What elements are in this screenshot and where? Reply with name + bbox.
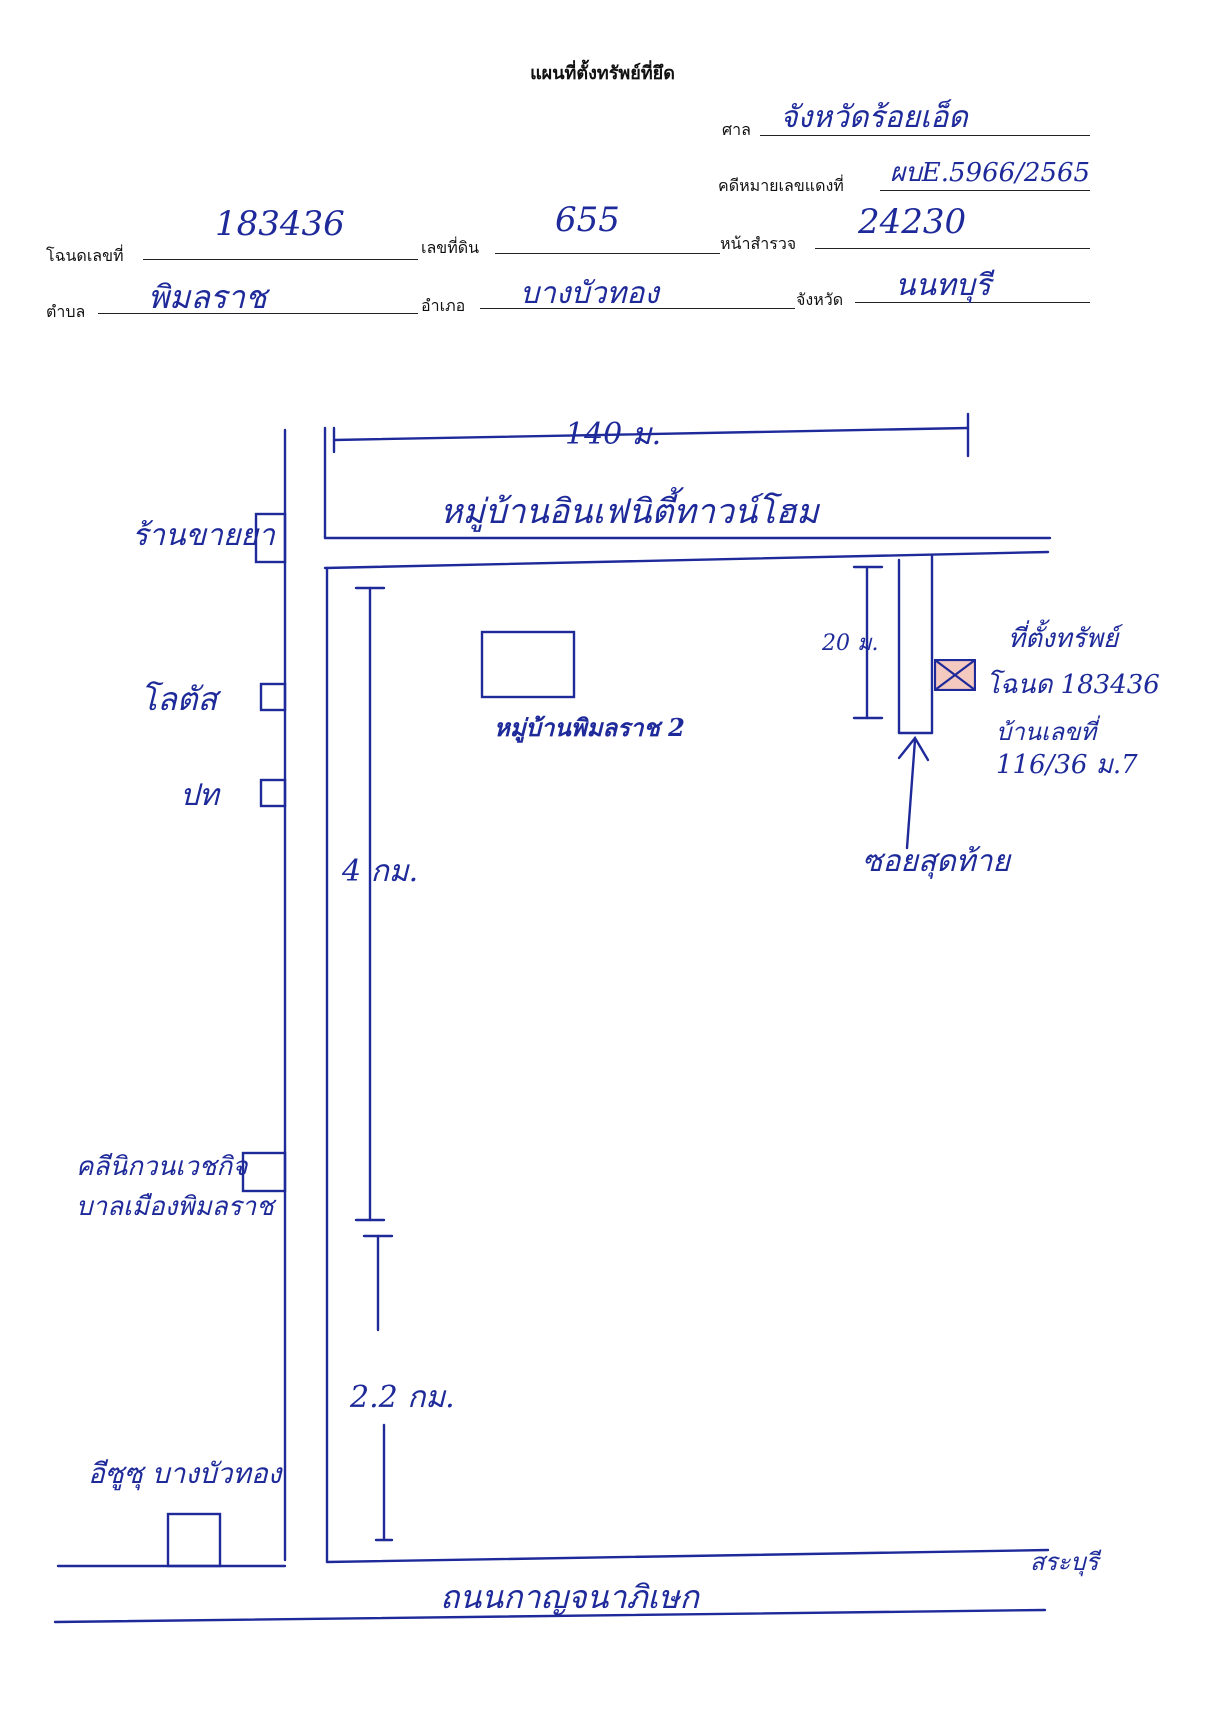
case-no-label: คดีหมายเลขแดงที่ [718, 176, 844, 195]
property-address-label: 116/36 ม.7 [996, 750, 1138, 780]
court-value: จังหวัดร้อยเอ็ด [780, 100, 968, 135]
case-no-underline [880, 190, 1090, 191]
title-deed-label: โฉนดเลขที่ [46, 246, 124, 265]
subdistrict-label: ตำบล [46, 302, 86, 321]
soi-end-arrowhead [897, 735, 930, 762]
land-no-label: เลขที่ดิน [421, 238, 480, 257]
district-label: อำเภอ [421, 296, 466, 315]
distance-2km-label: 2.2 กม. [350, 1380, 455, 1415]
road-bottom-label: ถนนกาญจนาภิเษก [440, 1578, 699, 1616]
court-underline [760, 135, 1090, 136]
bottom-road-lower-line [53, 1608, 1047, 1624]
lotus-label: โลตัส [140, 680, 218, 718]
clinic-label-line2: บาลเมืองพิมลราช [76, 1192, 274, 1222]
distance-top-label: 140 ม. [565, 417, 662, 452]
subdistrict-value: พิมลราช [148, 278, 267, 316]
title-deed-underline [143, 259, 418, 260]
lotus-box [259, 682, 287, 712]
direction-label: สระบุรี [1030, 1548, 1099, 1576]
ptt-box [259, 778, 287, 808]
survey-page-value: 24230 [858, 202, 967, 242]
ptt-label: ปท [180, 778, 219, 813]
court-label: ศาล [722, 120, 751, 139]
clinic-label-line1: คลีนิกวนเวชกิจ [76, 1152, 248, 1182]
survey-page-underline [815, 248, 1090, 249]
village-top-label: หมู่บ้านอินเฟนิตี้ทาวน์โฮม [440, 492, 819, 532]
distance-20-label: 20 ม. [822, 631, 879, 656]
property-title-label: ที่ตั้งทรัพย์ [1008, 624, 1119, 654]
land-no-value: 655 [555, 200, 620, 240]
district-underline [480, 308, 795, 309]
case-no-value: ผบE.5966/2565 [890, 158, 1091, 188]
isuzu-box [166, 1512, 222, 1568]
document-title: แผนที่ตั้งทรัพย์ที่ยึด [530, 63, 675, 84]
top-road-lower-line [323, 550, 1050, 570]
property-marker-icon [934, 659, 976, 691]
distance-4km-label: 4 กม. [342, 854, 419, 889]
bottom-road-right-line [325, 1548, 1050, 1564]
soi-end-label: ซอยสุดท้าย [862, 844, 1010, 879]
district-value: บางบัวทอง [520, 276, 659, 311]
title-deed-value: 183436 [215, 204, 345, 244]
pharmacy-box [254, 512, 287, 564]
village-inner-box [480, 630, 576, 699]
survey-page-label: หน้าสำรวจ [720, 234, 797, 253]
province-underline [855, 302, 1090, 303]
clinic-box [241, 1151, 287, 1193]
village-inner-label: หมู่บ้านพิมลราช 2 [494, 713, 685, 742]
isuzu-label: อีซูซุ บางบัวทอง [88, 1457, 282, 1490]
property-house-no-label: บ้านเลขที่ [996, 718, 1097, 746]
subdistrict-underline [98, 313, 418, 314]
land-no-underline [495, 253, 720, 254]
province-value: นนทบุรี [895, 268, 991, 303]
pharmacy-label: ร้านขายยา [132, 518, 275, 553]
soi-end-arrow [905, 738, 917, 850]
property-deed-label: โฉนด 183436 [986, 670, 1160, 700]
province-label: จังหวัด [796, 290, 844, 309]
distance-140-arrow [332, 426, 970, 442]
